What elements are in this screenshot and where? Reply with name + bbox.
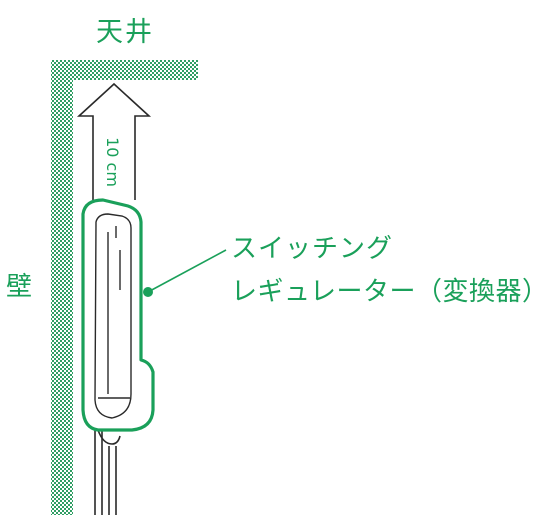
wall-label: 壁 xyxy=(6,272,33,302)
device-label-line1: スイッチング xyxy=(231,234,394,264)
distance-label: 10 cm xyxy=(103,137,122,187)
clearance-arrow xyxy=(76,82,152,200)
regulator-body xyxy=(81,198,155,432)
ceiling-label: 天井 xyxy=(96,17,154,48)
leader-line xyxy=(147,249,227,293)
ceiling-wall-hatch xyxy=(51,60,198,515)
leader-dot xyxy=(143,287,153,297)
regulator-panel-lines xyxy=(98,226,130,399)
power-cable xyxy=(94,428,121,515)
regulator-inner-outline xyxy=(94,213,132,419)
device-label-line2: レギュレーター（変換器） xyxy=(231,277,549,307)
